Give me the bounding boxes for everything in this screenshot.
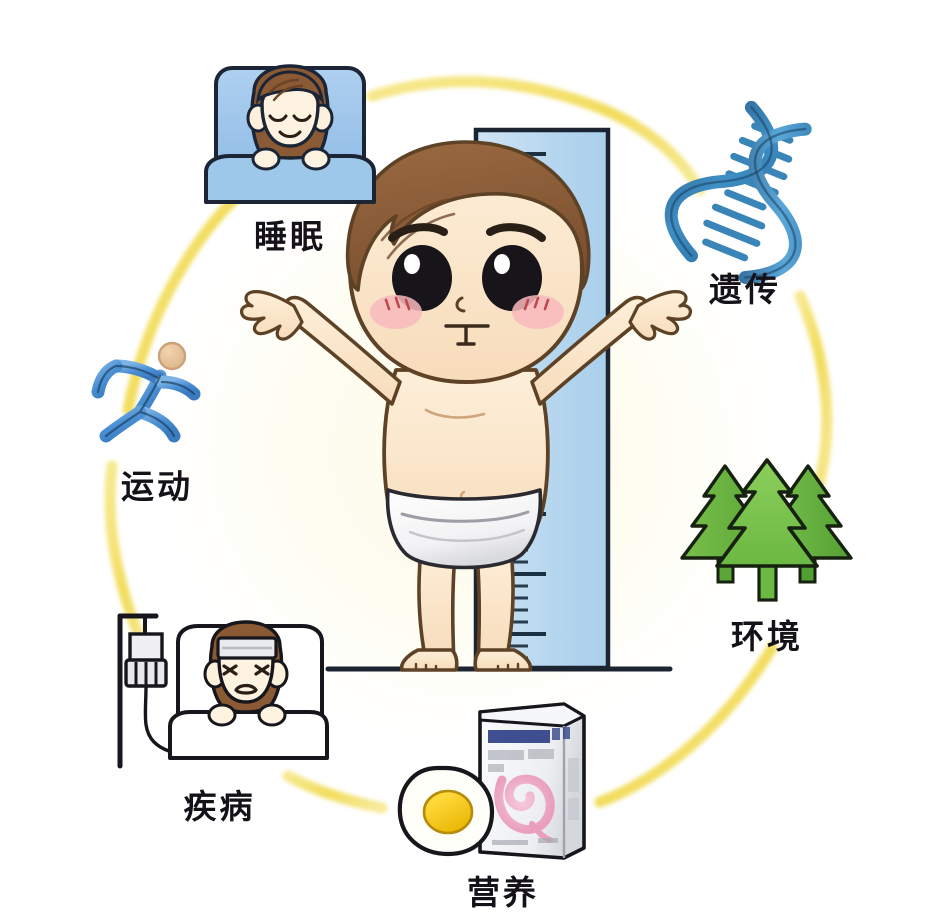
left-eyebrow [388,223,448,242]
running-person-icon [91,341,201,443]
dna-helix-icon [664,100,812,284]
left-hand [240,290,304,341]
egg-and-formula-box-icon [397,702,586,860]
pine-trees-icon [680,458,853,602]
right-eyebrow [486,223,546,242]
pine-tree-center [715,458,819,602]
factor-genetics[interactable]: 遗传 [650,100,840,325]
factor-exercise[interactable]: 运动 [82,340,232,520]
factor-sleep[interactable]: 睡眠 [200,62,380,262]
right-hand [628,290,692,341]
formula-box [478,702,586,860]
factor-label-genetics: 遗传 [709,271,781,308]
factor-label-nutrition: 营养 [467,874,539,911]
factor-label-environment: 环境 [731,618,803,655]
factor-disease[interactable]: 疾病 [112,608,329,828]
factor-label-disease: 疾病 [183,788,256,825]
diaper [385,488,543,570]
factor-label-sleep: 睡眠 [254,218,326,255]
cartoon-toddler [240,140,692,672]
center-growth-scene [240,127,692,672]
eyes [392,245,542,311]
fried-egg [397,765,495,857]
sick-child-with-iv-icon [117,613,329,769]
factor-environment[interactable]: 环境 [678,458,856,658]
sleeping-child-icon [204,64,376,204]
factor-label-exercise: 运动 [121,468,193,505]
factor-nutrition[interactable]: 营养 [397,698,608,913]
